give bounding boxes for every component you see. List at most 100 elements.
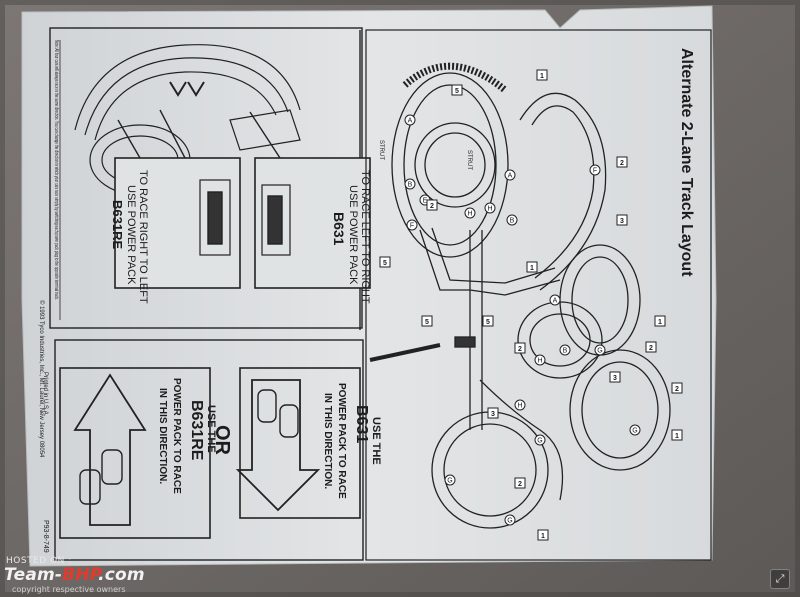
piece-marker: F [406, 219, 418, 231]
svg-text:USE POWER PACK: USE POWER PACK [125, 185, 137, 285]
watermark-hosted-label: HOSTED ON : [6, 556, 72, 566]
layout-title: Alternate 2-Lane Track Layout [678, 48, 695, 277]
watermark: HOSTED ON : Team-BHP.com copyright respe… [4, 556, 204, 596]
part-number-marker: 2 [671, 382, 683, 394]
piece-marker: H [464, 207, 476, 219]
svg-text:A: A [408, 118, 413, 125]
svg-text:1: 1 [540, 73, 544, 80]
svg-text:2: 2 [649, 345, 653, 352]
watermark-brand: Team-BHP.com [4, 565, 145, 585]
part-number-marker: 5 [482, 315, 494, 327]
svg-text:B631RE: B631RE [110, 200, 125, 249]
part-number-marker: 1 [671, 429, 683, 441]
svg-text:1: 1 [658, 319, 662, 326]
svg-text:E: E [423, 198, 428, 205]
callout-box-right-to-left [114, 109, 241, 289]
svg-text:1: 1 [530, 265, 534, 272]
direction-text-left: USE THE B631RE POWER PACK TO RACE IN THI… [157, 378, 217, 494]
instruction-panel-top-left [49, 27, 371, 330]
svg-text:B: B [563, 348, 568, 355]
track-layout-diagram: Alternate 2-Lane Track Layout [365, 29, 712, 561]
piece-marker: F [589, 164, 601, 176]
svg-text:IN THIS DIRECTION.: IN THIS DIRECTION. [157, 388, 168, 484]
svg-text:B631: B631 [331, 212, 347, 246]
svg-text:H: H [537, 358, 542, 365]
svg-text:B631RE: B631RE [188, 400, 205, 461]
svg-text:G: G [447, 478, 452, 485]
piece-marker: A [404, 114, 416, 126]
svg-text:B: B [408, 182, 413, 189]
piece-marker: H [484, 202, 496, 214]
part-number-marker: 1 [536, 69, 548, 81]
part-number-marker: 5 [379, 256, 391, 268]
svg-text:3: 3 [620, 218, 624, 225]
or-label: OR [211, 425, 233, 456]
svg-text:USE THE: USE THE [205, 405, 217, 453]
piece-marker: H [514, 399, 526, 411]
strut-label: STRUT [466, 150, 472, 170]
svg-text:1: 1 [541, 533, 545, 540]
arrow-up-outline [73, 373, 147, 526]
svg-text:2: 2 [518, 346, 522, 353]
piece-marker: G [534, 434, 546, 446]
part-number-marker: 2 [645, 341, 657, 353]
svg-text:USE THE: USE THE [370, 417, 382, 465]
piece-marker: G [594, 344, 606, 356]
part-number-marker: 2 [616, 156, 628, 168]
part-number-marker: 1 [526, 261, 538, 273]
svg-text:1: 1 [675, 433, 679, 440]
note-text: Note: All four cars will always race in … [53, 40, 59, 300]
strut-label: STRUT [378, 140, 384, 160]
piece-marker: B [404, 178, 416, 190]
svg-text:2: 2 [620, 160, 624, 167]
piece-marker: A [549, 294, 561, 306]
svg-text:B: B [510, 218, 515, 225]
callout-box-left-to-right [249, 111, 371, 289]
part-number-marker: 1 [654, 315, 666, 327]
piece-marker: B [506, 214, 518, 226]
svg-text:5: 5 [383, 260, 387, 267]
piece-marker: G [444, 474, 456, 486]
callout-text-right-to-left: TO RACE RIGHT TO LEFT USE POWER PACK B63… [110, 170, 149, 304]
copyright-line: © 1993 Tyco Industries, Inc., Mt. Laurel… [38, 300, 45, 458]
part-number-marker: 3 [487, 407, 499, 419]
part-number-marker: 1 [537, 529, 549, 541]
watermark-copyright: copyright respective owners [12, 585, 126, 594]
printed-in-label: Printed in U.S.A. [42, 372, 48, 417]
svg-text:IN THIS DIRECTION.: IN THIS DIRECTION. [322, 393, 333, 489]
part-number-marker: 3 [609, 371, 621, 383]
svg-text:H: H [517, 403, 522, 410]
svg-text:2: 2 [430, 203, 434, 210]
svg-text:2: 2 [675, 386, 679, 393]
svg-text:3: 3 [613, 375, 617, 382]
piece-marker: B [559, 344, 571, 356]
callout-text-left-to-right: TO RACE LEFT TO RIGHT USE POWER PACK B63… [331, 170, 371, 304]
svg-text:5: 5 [425, 319, 429, 326]
arrow-down-outline [235, 379, 321, 512]
svg-text:G: G [597, 348, 602, 355]
svg-text:A: A [553, 298, 558, 305]
part-number-label: P93-8-749 [42, 520, 49, 553]
part-number-marker: 2 [426, 199, 438, 211]
svg-text:F: F [410, 223, 414, 230]
piece-marker: G [629, 424, 641, 436]
piece-marker: G [504, 514, 516, 526]
svg-text:3: 3 [491, 411, 495, 418]
piece-marker: A [504, 169, 516, 181]
svg-text:F: F [593, 168, 597, 175]
svg-text:5: 5 [486, 319, 490, 326]
svg-text:G: G [632, 428, 637, 435]
direction-panel [54, 339, 441, 561]
svg-text:H: H [467, 211, 472, 218]
part-number-marker: 2 [514, 477, 526, 489]
svg-text:TO RACE LEFT TO RIGHT: TO RACE LEFT TO RIGHT [359, 170, 371, 304]
svg-text:G: G [507, 518, 512, 525]
part-number-marker: 5 [451, 84, 463, 96]
magnify-icon[interactable]: ⤢ [770, 569, 790, 589]
svg-text:POWER PACK TO RACE: POWER PACK TO RACE [336, 383, 347, 499]
svg-text:A: A [508, 173, 513, 180]
svg-text:H: H [487, 206, 492, 213]
svg-text:TO RACE RIGHT TO LEFT: TO RACE RIGHT TO LEFT [137, 170, 149, 304]
part-number-marker: 3 [616, 214, 628, 226]
